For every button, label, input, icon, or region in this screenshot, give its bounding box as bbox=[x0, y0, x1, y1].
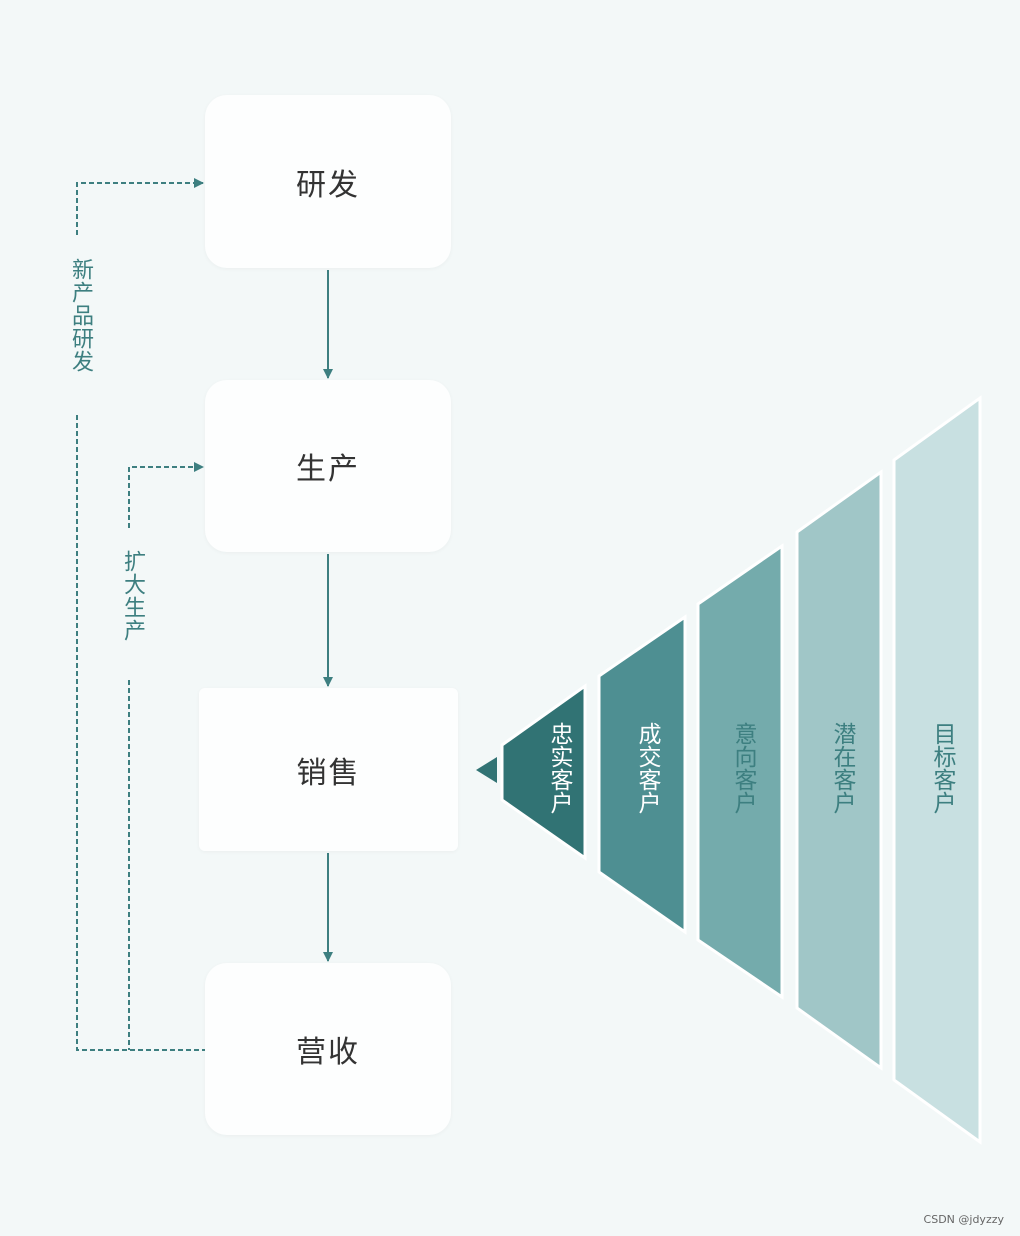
funnel-segment bbox=[696, 543, 784, 1000]
funnel-segment bbox=[500, 683, 587, 861]
loop-label-new-product: 新产品研发 bbox=[68, 258, 93, 373]
funnel bbox=[476, 395, 982, 1145]
dashed-loop-expand-top bbox=[128, 462, 204, 528]
funnel-label-potential: 潜在客户 bbox=[829, 722, 855, 814]
dashed-loop-new-product-top bbox=[76, 178, 204, 235]
funnel-segment bbox=[597, 614, 687, 935]
step-label: 研发 bbox=[296, 167, 360, 203]
step-label: 生产 bbox=[296, 452, 360, 487]
funnel-segment bbox=[892, 395, 982, 1145]
step-label: 销售 bbox=[296, 755, 361, 791]
funnel-tip bbox=[476, 757, 497, 783]
step-sales: 销售 bbox=[199, 688, 458, 851]
funnel-label-intent: 意向客户 bbox=[730, 722, 756, 814]
funnel-label-closed: 成交客户 bbox=[634, 722, 660, 814]
funnel-label-target: 目标客户 bbox=[929, 722, 955, 814]
funnel-label-loyal: 忠实客户 bbox=[546, 722, 572, 814]
watermark: CSDN @jdyzzy bbox=[923, 1213, 1004, 1226]
dashed-loop-new-product-bottom bbox=[76, 415, 205, 1051]
step-rd: 研发 bbox=[205, 95, 451, 268]
step-label: 营收 bbox=[296, 1035, 360, 1070]
step-revenue: 营收 bbox=[205, 963, 451, 1135]
loop-label-expand: 扩大生产 bbox=[120, 550, 145, 642]
step-production: 生产 bbox=[205, 380, 451, 552]
funnel-segment bbox=[795, 469, 883, 1071]
